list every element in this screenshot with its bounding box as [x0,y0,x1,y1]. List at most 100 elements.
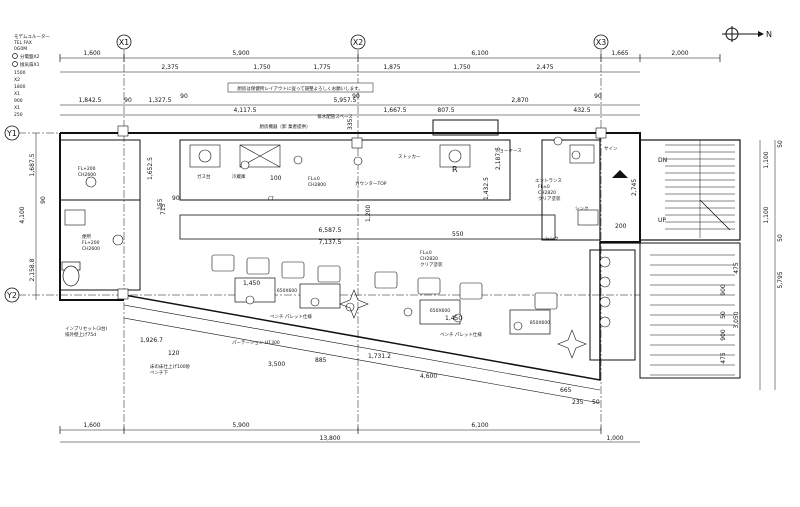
legend-item: 900 [14,98,23,104]
dim-label: 475 [720,352,727,364]
note-kitchen-b: 排水配管スペース [317,113,353,120]
dim-label: 90 [180,93,188,100]
grid-markers: X1 X2 X3 Y1 Y2 [4,34,609,303]
stool [345,302,355,312]
dim-label: 1,667.5 [384,107,407,114]
table-size-label: 650X600 [277,288,297,294]
stool [310,297,320,307]
note-sink1: シンク [575,206,589,212]
chair [317,265,341,283]
dim-label: 1,731.2 [368,353,391,360]
dim-label: 4,117.5 [234,107,257,114]
dim-label: 13,800 [320,435,341,442]
chair [281,261,305,279]
dim-label: 1,100 [763,206,770,223]
dim-label: 5,900 [232,422,249,429]
note-ch-ent: CH2820 [538,190,556,196]
dim-label: 6,100 [471,50,488,57]
legend-item: X1 [14,105,20,111]
dim-label: 90 [172,195,180,202]
seating-chairs [211,254,558,310]
note-washer: ショーケース [495,147,522,154]
grid-label-y1: Y1 [6,129,17,138]
note-fl-ent: FL±0 [538,184,550,190]
table-size-label: 850X600 [530,320,550,326]
note-floor-l: FL+200 [78,166,96,172]
legend-symbol-icon [12,61,18,67]
symbol-circle-icon [571,150,581,160]
dim-label: 1,665 [611,50,628,57]
chair [534,292,558,310]
dim-label: 7,137.5 [319,239,342,246]
note-ceiling-l: CH2600 [78,172,96,178]
dim-label: 1,687.5 [29,153,36,176]
bottom-dimension-labels: 1,600 5,900 6,100 13,800 1,000 [83,422,623,442]
note-toilet: 便所 [82,233,91,240]
dim-label: 2,158.8 [29,258,36,281]
tables [234,277,551,335]
dim-label: 335 [347,118,354,130]
dim-label: 235 [572,399,584,406]
legend-line2: TEL FAX [13,40,32,46]
dim-label: 120 [168,350,180,357]
legend-item: X1 [14,91,20,97]
dim-label: 1,100 [763,151,770,168]
dim-label: 4,600 [420,373,437,380]
north-arrow: N [722,26,772,42]
note-fl-center: FL±0 [308,176,320,182]
dim-label: 1,750 [453,64,470,71]
stairs-lower [650,254,735,376]
kitchen-fixtures [64,144,599,226]
note-ct: CT [268,196,274,202]
dim-label: 2,000 [671,50,688,57]
dim-label: 665 [560,387,572,394]
top-dimension-labels: 1,600 5,900 6,100 1,665 2,000 2,375 1,75… [79,50,689,114]
note-ch-right: CH2820 [420,256,438,262]
grid-label-x2: X2 [353,38,364,47]
note-bench-note2: ベンチ下 [150,370,168,376]
chair [374,271,398,289]
note-sink2: シンク [545,236,559,242]
dimension-ticks [59,54,721,434]
interior-dimensions: 6,587.5 7,137.5 550 1,200 1,926.7 120 3,… [140,118,638,406]
note-gas: ガス台 [197,173,211,180]
legend-symbol-icon [12,53,18,59]
legend-item: X2 [14,77,20,83]
dim-label: 432.5 [573,107,590,114]
note-label-r: R [452,165,458,174]
toilet-fixture [61,261,81,287]
note-finish-ent: クリア塗装 [538,195,561,202]
note-ceiling-t: CH2600 [82,246,100,252]
note-floor-t: FL+200 [82,240,100,246]
dim-label: 807.5 [437,107,454,114]
dim-label: 1,600 [83,50,100,57]
table-size-label: 650X600 [430,308,450,314]
note-install1: インプリセット(3台) [65,325,107,332]
chair [459,282,483,300]
note-reizo: 冷蔵庫 [232,173,246,180]
dim-label: 3,500 [268,361,285,368]
dim-label: 2,187.5 [495,147,502,170]
notes: 厨房は保健所レイアウトに従って調整よろしくお願いします。 厨房機器（卸 業者提供… [65,82,618,376]
column-marker-icon [351,137,363,149]
plant-icon [557,329,587,359]
bench [123,304,601,404]
symbol-circle-icon [112,234,124,246]
dim-label: 2,375 [161,64,178,71]
dim-label: 2,870 [511,97,528,104]
dim-label: 50 [592,399,600,406]
dim-label: 2,745 [631,179,638,196]
legend-item: 1800 [14,84,26,90]
dim-label: 200 [615,223,627,230]
dim-label: 1,450 [243,280,260,287]
stool [599,276,611,288]
note-entrance: エントランス [535,178,562,184]
stool [599,316,611,328]
stool [245,295,255,305]
dimension-lines [35,57,776,443]
stairs-dn-label: DN [658,157,667,164]
symbol-circle-icon [293,155,303,165]
north-label: N [766,30,772,39]
note-partition: パーテーション H1300 [232,340,280,346]
dim-label: 4,100 [19,206,26,223]
